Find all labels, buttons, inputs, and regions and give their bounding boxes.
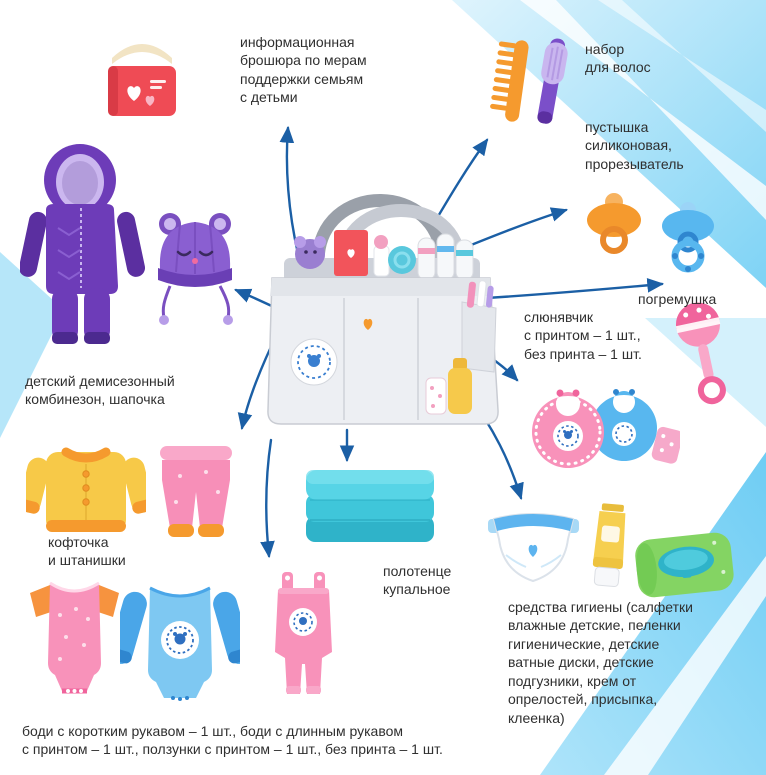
label-line: силиконовая, bbox=[585, 137, 672, 154]
label-line: кофточка bbox=[48, 534, 109, 550]
brochure-icon bbox=[92, 24, 192, 124]
label-line: средства гигиены (салфетки bbox=[508, 599, 693, 615]
label-line: набор bbox=[585, 41, 625, 57]
towel-label: полотенце купальное bbox=[383, 562, 451, 599]
label-line: информационная bbox=[240, 34, 355, 50]
caddy-bag bbox=[256, 162, 506, 447]
label-line: подгузники, крем от bbox=[508, 672, 637, 689]
label-line: гигиенические, детские bbox=[508, 635, 660, 652]
snowsuit-icon bbox=[18, 136, 160, 361]
label-line: влажные детские, пеленки bbox=[508, 617, 681, 634]
label-line: купальное bbox=[383, 581, 451, 598]
cream-tube-icon bbox=[586, 490, 634, 590]
diaper-icon bbox=[486, 503, 581, 591]
label-line: полотенце bbox=[383, 563, 452, 579]
label-line: брошюра по мерам bbox=[240, 52, 367, 69]
pacifier-teether-icon bbox=[652, 196, 724, 274]
label-line: с принтом – 1 шт., bbox=[524, 327, 641, 344]
label-line: с детьми bbox=[240, 89, 298, 106]
hair-set-icon bbox=[488, 30, 573, 130]
label-line: погремушка bbox=[638, 291, 717, 307]
pacifier-orange-icon bbox=[580, 186, 648, 258]
wipes-icon bbox=[632, 520, 737, 602]
label-line: боди с коротким рукавом – 1 шт., боди с … bbox=[22, 723, 404, 739]
label-line: клеенка) bbox=[508, 709, 565, 726]
bodysuit-long-icon bbox=[108, 578, 252, 723]
hat-icon bbox=[150, 206, 240, 326]
bib-label: слюнявчик с принтом – 1 шт., без принта … bbox=[524, 308, 642, 363]
label-line: поддержки семьям bbox=[240, 70, 364, 87]
label-line: с принтом – 1 шт., ползунки с принтом – … bbox=[22, 741, 443, 758]
cardigan-icon bbox=[18, 430, 154, 545]
rattle-label: погремушка bbox=[638, 290, 716, 308]
brochure-label: информационная брошюра по мерам поддержк… bbox=[240, 33, 367, 107]
label-line: для волос bbox=[585, 59, 651, 76]
bodysuits-label: боди с коротким рукавом – 1 шт., боди с … bbox=[22, 722, 443, 759]
rattle-icon bbox=[668, 298, 740, 408]
bodysuit-short-icon bbox=[22, 573, 127, 723]
romper-icon bbox=[256, 566, 351, 716]
bibs-icon bbox=[520, 380, 683, 475]
label-line: детский демисезонный bbox=[25, 373, 175, 389]
pacifier-label: пустышка силиконовая, прорезыватель bbox=[585, 118, 684, 173]
stripe-left bbox=[0, 252, 64, 438]
label-line: прорезыватель bbox=[585, 155, 684, 172]
label-line: ватные диски, детские bbox=[508, 654, 654, 671]
overalls-label: детский демисезонный комбинезон, шапочка bbox=[25, 372, 175, 409]
pants-icon bbox=[146, 436, 246, 546]
label-line: комбинезон, шапочка bbox=[25, 391, 165, 408]
label-line: пустышка bbox=[585, 119, 649, 135]
jacket-pants-label: кофточка и штанишки bbox=[48, 533, 126, 570]
towel-icon bbox=[298, 450, 443, 555]
label-line: и штанишки bbox=[48, 552, 126, 569]
label-line: без принта – 1 шт. bbox=[524, 345, 642, 362]
label-line: слюнявчик bbox=[524, 309, 594, 325]
hygiene-label: средства гигиены (салфетки влажные детск… bbox=[508, 598, 693, 727]
stripe-streak-3 bbox=[604, 556, 766, 775]
stripe-bottom-right bbox=[540, 452, 766, 775]
label-line: опрелостей, присыпка, bbox=[508, 691, 658, 708]
hair-set-label: набор для волос bbox=[585, 40, 651, 77]
